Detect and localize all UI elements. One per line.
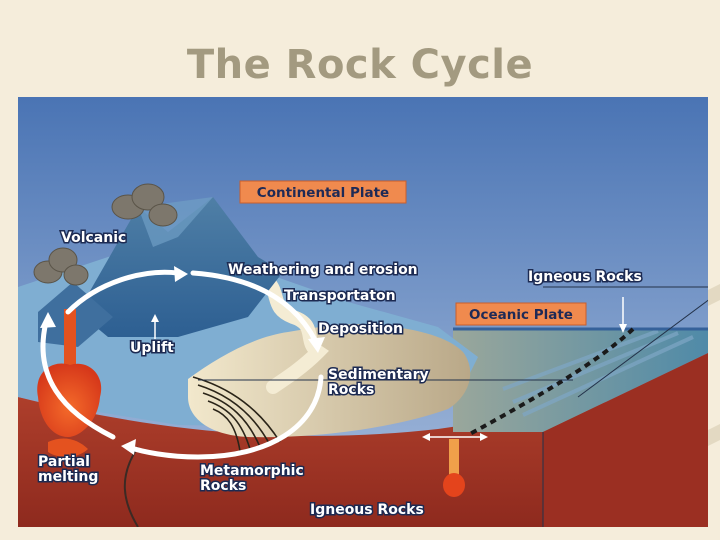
uplift-arrow-head: [151, 314, 159, 322]
cycle-arrows[interactable]: [40, 269, 324, 460]
oceanic-block-side: [543, 353, 708, 527]
mountain-range: [78, 197, 283, 337]
igneous-intrusion: [443, 473, 465, 497]
oceanic-plate-label: Oceanic Plate: [469, 307, 573, 323]
rock-cycle-diagram: Continental Plate Oceanic Plate Volcanic…: [18, 97, 708, 527]
sedimentary-label-line1: Sedimentary: [328, 367, 429, 383]
spreading-arrow-left: [422, 433, 430, 441]
spreading-arrow-right: [480, 433, 488, 441]
partial-melting-label-line1: Partial: [38, 454, 90, 470]
arrow-head-weathering: [174, 266, 188, 282]
igneous-arrow-head: [619, 324, 627, 333]
metamorphic-label-line2: Rocks: [200, 478, 246, 494]
igneous-rocks-top-label: Igneous Rocks: [528, 269, 642, 285]
sediment-deposit: [188, 324, 471, 438]
transportation-label: Transportaton: [284, 288, 396, 304]
arrow-head-uplift-loop: [40, 312, 56, 328]
slide-title: The Rock Cycle: [186, 42, 534, 88]
oceanic-plate-badge: [455, 302, 587, 326]
uplift-label: Uplift: [130, 340, 174, 356]
metamorphic-strata: [192, 376, 281, 452]
continental-plate-badge: [239, 180, 407, 204]
subduction-trench: [467, 327, 635, 437]
volcanic-label: Volcanic: [61, 230, 126, 246]
fault-line: [123, 446, 139, 527]
arrow-head-deposition: [308, 337, 325, 353]
continental-plate-label: Continental Plate: [257, 185, 389, 201]
oceanic-strata: [502, 329, 694, 417]
igneous-dike: [449, 439, 459, 484]
oceanic-crust: [453, 329, 708, 432]
partial-melting-label-line2: melting: [38, 469, 98, 485]
igneous-rocks-bottom-label: Igneous Rocks: [310, 502, 424, 518]
volcano-smoke: [33, 183, 178, 286]
sedimentary-label-line2: Rocks: [328, 382, 374, 398]
arrow-head-metamorphic: [121, 439, 136, 455]
deposition-label: Deposition: [318, 321, 403, 337]
weathering-label: Weathering and erosion: [228, 262, 418, 278]
metamorphic-label-line1: Metamorphic: [200, 463, 304, 479]
guide-line-diagonal: [577, 299, 708, 398]
partial-melt-pool: [48, 438, 88, 457]
